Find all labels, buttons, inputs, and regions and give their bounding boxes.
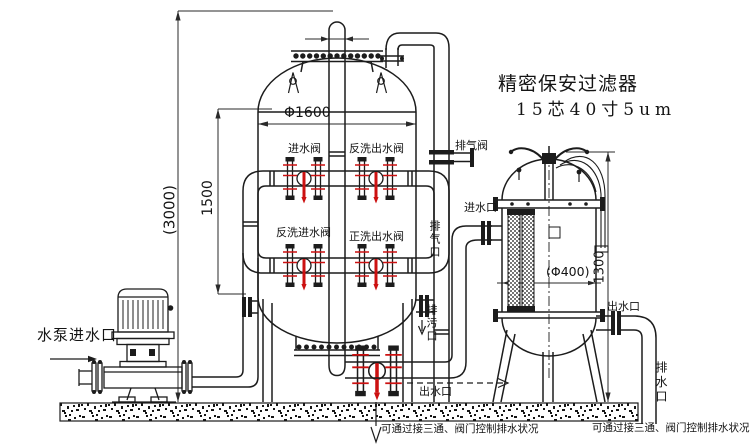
- note-tank-drain: 可通过接三通、阀门控制排水状况: [381, 423, 539, 435]
- note-filter-drain: 可通过接三通、阀门控制排水状况: [592, 422, 750, 434]
- label-pump-inlet-port: 水泵进水口: [37, 326, 118, 344]
- dim-filter-height: 1300: [592, 250, 608, 284]
- label-air-release-valve: 排气阀: [455, 139, 488, 152]
- ground: [59, 402, 639, 422]
- label-backwash-outlet-valve: 反洗出水阀: [349, 142, 404, 155]
- bottom-drain-valve-symbol: [350, 343, 404, 403]
- label-tank-outlet-port: 出水口: [419, 385, 452, 398]
- backwash-inlet-valve-symbol: [281, 242, 327, 292]
- rinse-outlet-valve-symbol: [353, 242, 399, 292]
- dim-overall-height: (3000): [160, 185, 179, 235]
- filter-cartridge: [507, 213, 521, 309]
- label-filter-outlet-port: 出水口: [607, 300, 640, 313]
- air-vent-piping: [380, 32, 474, 402]
- pump: [78, 288, 193, 403]
- pump-inlet-flow-arrow-icon: [50, 355, 97, 363]
- backwash-outlet-valve-symbol: [353, 155, 399, 205]
- filter-feed-piping: [345, 221, 502, 379]
- label-filter-drain-port: 排水口: [654, 361, 668, 405]
- diagram-title: 精密保安过滤器: [498, 73, 639, 95]
- dim-tank-height: 1500: [200, 180, 216, 216]
- filter-outlet-piping: [596, 311, 657, 424]
- label-rinse-outlet-valve: 正洗出水阀: [349, 230, 404, 243]
- inlet-valve-symbol: [281, 155, 327, 205]
- annotation-arrows: [50, 320, 510, 444]
- main-filter-tank: [257, 21, 417, 402]
- tank-outlet-flow-arrow-icon: [407, 377, 510, 389]
- dimension-lines: [175, 10, 615, 402]
- label-inlet-valve: 进水阀: [288, 142, 321, 155]
- blowdown-down-arrow-icon: [417, 320, 427, 336]
- label-air-vent-port: 排气口: [428, 220, 441, 259]
- dim-tank-diameter: Φ1600: [284, 105, 331, 121]
- label-blowdown-port: 排污口: [425, 304, 438, 343]
- label-backwash-inlet-valve: 反洗进水阀: [276, 226, 331, 239]
- diagram-subtitle: 15芯40寸5um: [516, 100, 677, 120]
- filter-cartridge: [521, 213, 535, 309]
- label-filter-inlet-port: 进水口: [464, 201, 497, 214]
- tank-drain-arrow-icon: [370, 402, 382, 444]
- dim-filter-diameter: (Φ400): [546, 264, 590, 279]
- precision-filter: [492, 146, 609, 403]
